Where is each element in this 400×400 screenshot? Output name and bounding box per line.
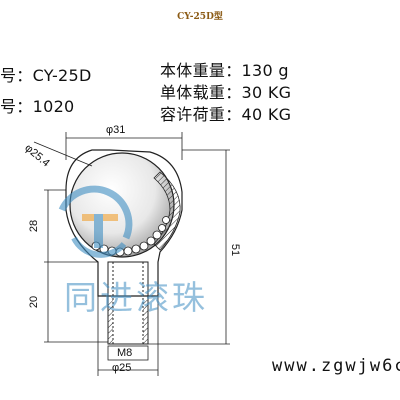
spec-allowable-load-row: 容许荷重：40 KG — [160, 101, 291, 125]
spec-model-label: 号： — [0, 66, 33, 85]
dim-bottom-width: φ25 — [112, 362, 132, 374]
spec-body-weight-label: 本体重量： — [160, 61, 242, 80]
spec-code-label: 号： — [0, 97, 33, 116]
spec-model-value: CY-25D — [32, 66, 92, 85]
watermark-brand-text: 同进滚珠 — [64, 278, 208, 317]
dim-total-height: 51 — [229, 243, 242, 257]
shank-hatch-right — [143, 300, 148, 344]
spec-allowable-load-value: 40 KG — [241, 105, 292, 124]
shank-hatch-left — [108, 300, 113, 344]
spec-unit-load-value: 30 KG — [241, 83, 292, 102]
watermark-logo — [58, 185, 133, 258]
spec-code-value: 1020 — [32, 97, 75, 116]
spec-unit-load-row: 单体载重：30 KG — [160, 79, 291, 103]
spec-model-row: 号：CY-25D — [0, 62, 92, 86]
spec-body-weight-value: 130 g — [241, 61, 289, 80]
dim-thread: M8 — [117, 347, 133, 359]
spec-code-row: 号：1020 — [0, 93, 75, 117]
spec-allowable-load-label: 容许荷重： — [160, 105, 242, 124]
dimension-lines — [33, 132, 230, 376]
page-title: CY-25D型 — [177, 12, 223, 22]
dim-left-lower: 20 — [28, 295, 41, 309]
dim-left-upper: 28 — [28, 219, 41, 233]
spec-unit-load-label: 单体载重： — [160, 83, 242, 102]
website-url: www.zgwjw6c — [272, 356, 400, 376]
spec-body-weight-row: 本体重量：130 g — [160, 57, 289, 81]
dim-top-width: φ31 — [106, 124, 126, 136]
